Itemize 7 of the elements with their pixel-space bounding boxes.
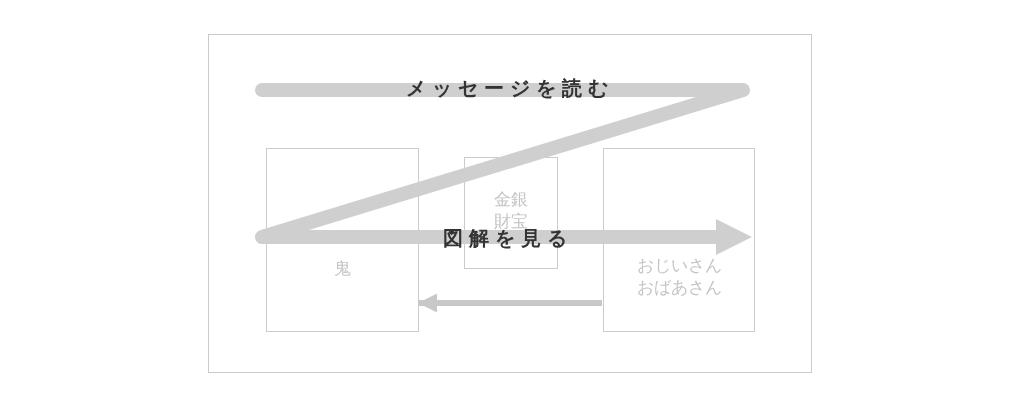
reading-step-label: メッセージを読む — [406, 74, 614, 102]
frame-box — [208, 34, 812, 373]
box-text: おじいさんおばあさん — [635, 254, 723, 299]
content-box — [603, 148, 755, 332]
box-text: 鬼 — [333, 257, 352, 280]
content-box — [266, 148, 419, 332]
arrow — [418, 293, 602, 313]
